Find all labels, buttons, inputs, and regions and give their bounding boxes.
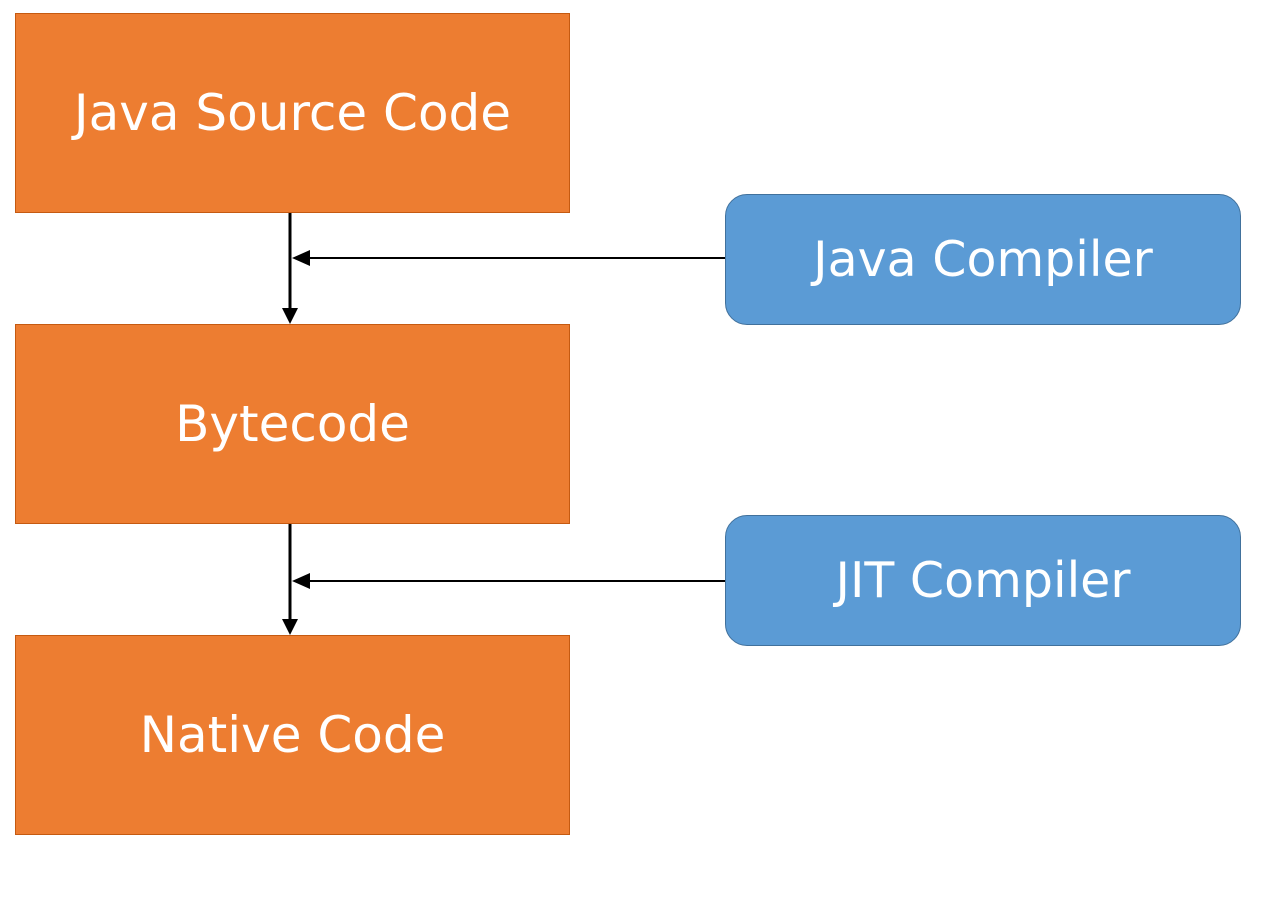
native-code-label: Native Code [139, 706, 446, 764]
java-compiler-node: Java Compiler [725, 194, 1241, 325]
jit-compiler-label: JIT Compiler [835, 552, 1131, 609]
java-compiler-label: Java Compiler [813, 231, 1153, 288]
java-source-code-node: Java Source Code [15, 13, 570, 213]
native-code-node: Native Code [15, 635, 570, 835]
bytecode-label: Bytecode [175, 395, 410, 453]
java-source-code-label: Java Source Code [73, 84, 512, 142]
jit-compiler-node: JIT Compiler [725, 515, 1241, 646]
bytecode-node: Bytecode [15, 324, 570, 524]
